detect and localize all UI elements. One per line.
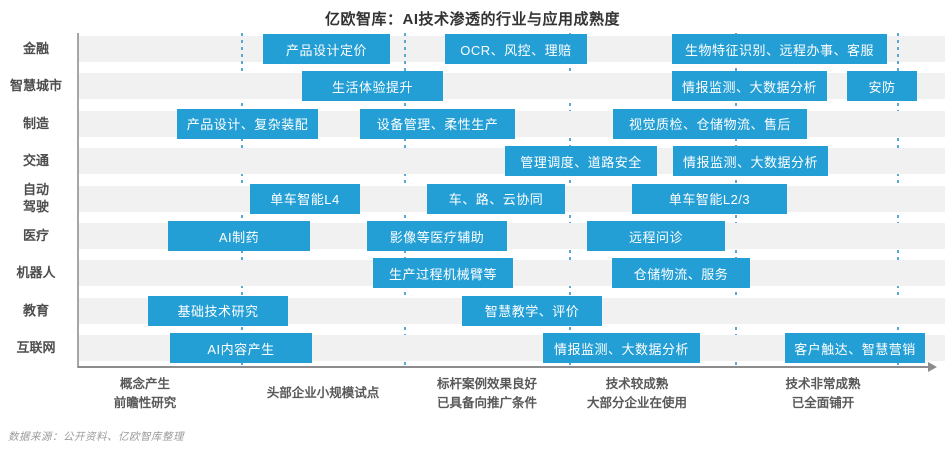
stage-labels-row: 概念产生 前瞻性研究 头部企业小规模试点 标杆案例效果良好 已具备向推广条件 技术较成… (0, 374, 945, 418)
chart-segment: 车、路、云协同 (427, 183, 565, 214)
row-label: 智慧城市 (9, 78, 62, 94)
row-label: 互联网 (16, 340, 56, 356)
chart-segment: 客户触达、智慧营销 (785, 333, 925, 364)
chart-segment: 情报监测、大数据分析 (543, 333, 700, 364)
source-note: 数据来源：公开资料、亿欧智库整理 (8, 431, 184, 443)
row-label: 机器人 (16, 265, 56, 281)
chart-segment: 生产过程机械臂等 (373, 258, 513, 289)
chart-segment: 情报监测、大数据分析 (673, 146, 828, 177)
chart-segment: 基础技术研究 (148, 295, 288, 326)
plot-area: 金融 产品设计定价 OCR、风控、理赔 生物特征识别、远程办事、客服智慧城市 生活体验提… (0, 33, 945, 372)
stage-label: 标杆案例效果良好 已具备向推广条件 (436, 376, 537, 410)
chart-segment: 视觉质检、仓储物流、售后 (613, 108, 807, 139)
stage-label: 技术非常成熟 已全面铺开 (785, 376, 861, 410)
chart-segment: 生物特征识别、远程办事、客服 (672, 34, 887, 64)
row-label: 医疗 (22, 227, 49, 243)
chart-segment: 情报监测、大数据分析 (672, 71, 827, 102)
chart-segment: 产品设计定价 (263, 34, 390, 64)
chart-segment: 单车智能L2/3 (632, 183, 787, 214)
x-axis-line (78, 366, 930, 368)
chart-segment: 仓储物流、服务 (612, 258, 750, 289)
y-axis-line (77, 33, 79, 368)
chart-segment: 远程问诊 (587, 221, 725, 251)
chart-segment: 安防 (847, 71, 917, 102)
chart-segment: OCR、风控、理赔 (445, 34, 587, 64)
row-label: 自动 驾驶 (22, 182, 49, 214)
row-label: 金融 (22, 40, 49, 56)
row-label: 教育 (22, 302, 49, 318)
chart-title: 亿欧智库：AI技术渗透的行业与应用成熟度 (324, 11, 620, 28)
chart-segment: 单车智能L4 (250, 183, 360, 214)
chart-segment: AI内容产生 (170, 333, 312, 364)
row-label: 交通 (22, 153, 49, 169)
chart-segment: 生活体验提升 (302, 71, 443, 102)
stage-label: 头部企业小规模试点 (266, 386, 380, 401)
stage-label: 概念产生 前瞻性研究 (113, 376, 177, 410)
x-axis-arrow-icon (928, 362, 937, 372)
chart-segment: 设备管理、柔性生产 (360, 108, 515, 139)
chart-segment: 管理调度、道路安全 (505, 146, 657, 177)
chart-segment: 影像等医疗辅助 (367, 221, 507, 251)
chart-segment: 智慧教学、评价 (462, 295, 602, 326)
row-label: 制造 (22, 115, 49, 131)
chart-segment: 产品设计、复杂装配 (177, 108, 318, 139)
stage-label: 技术较成熟 大部分企业在使用 (586, 376, 687, 410)
chart-segment: AI制药 (168, 221, 310, 251)
